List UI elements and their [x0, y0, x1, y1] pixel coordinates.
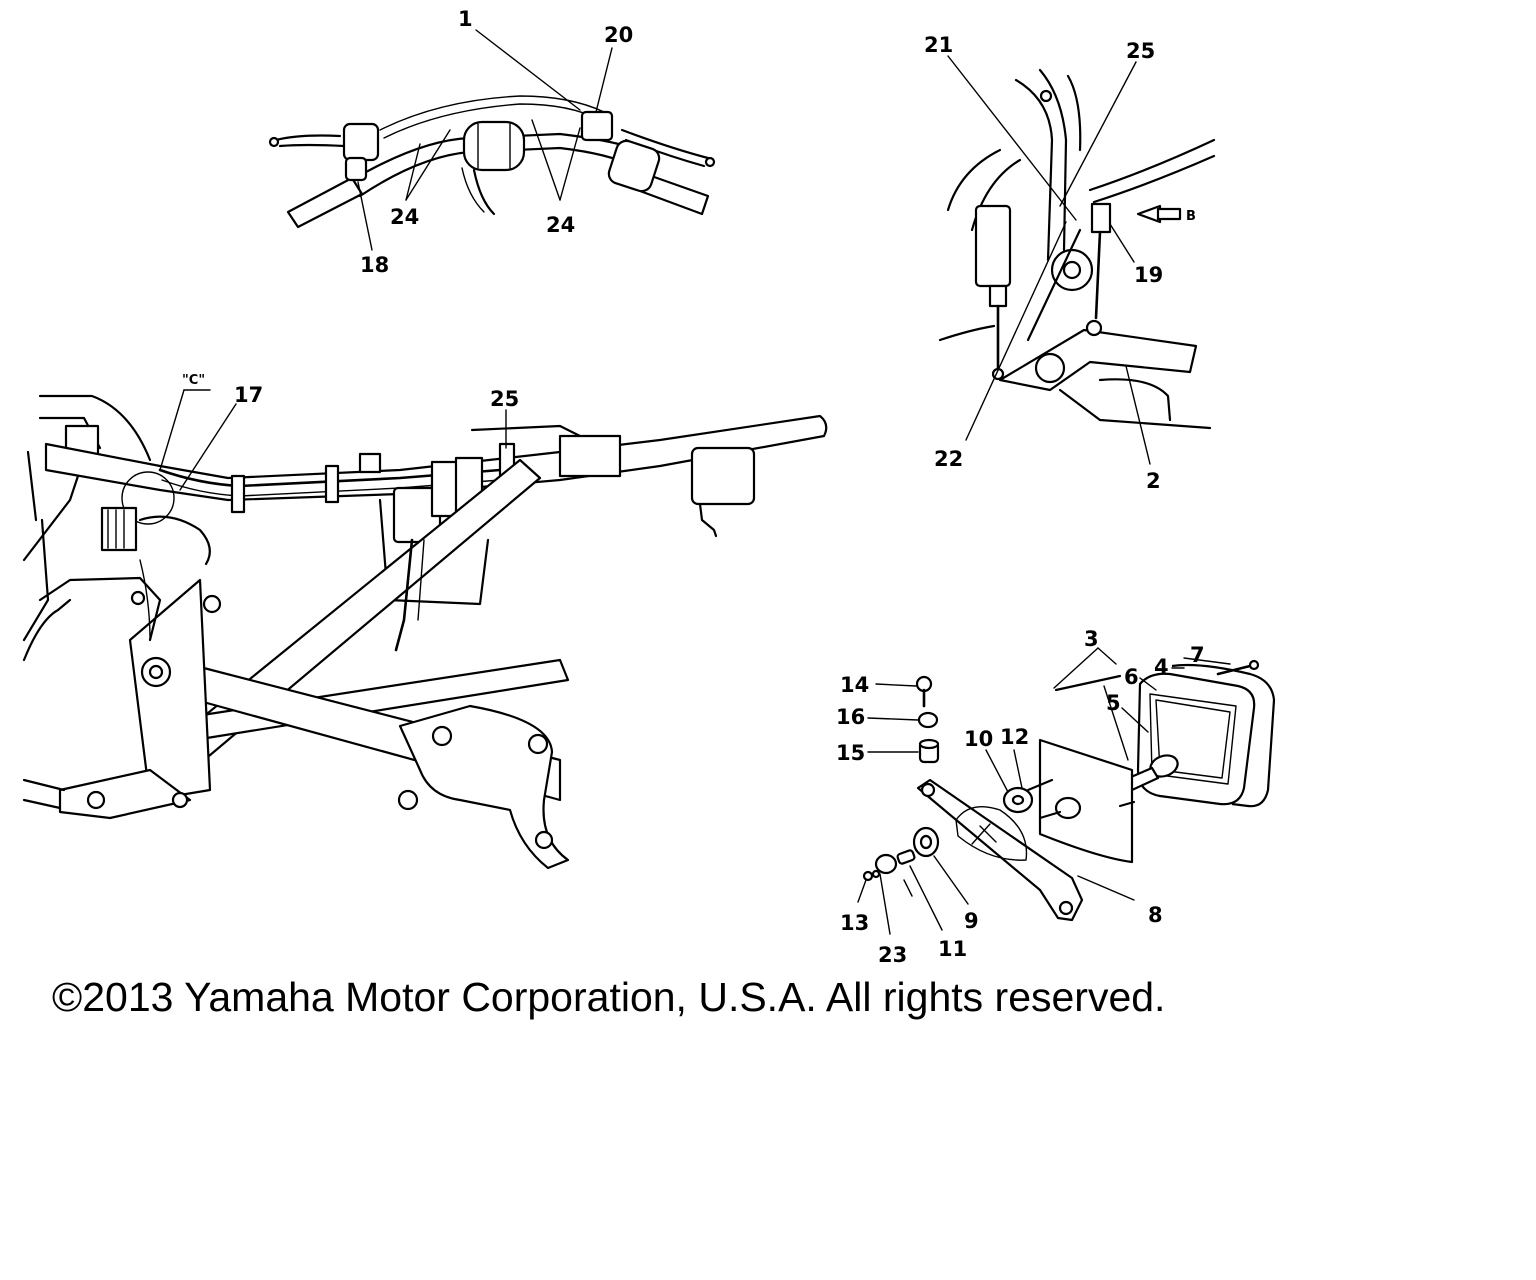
callout-label: 24 [390, 205, 419, 229]
handlebar-callouts: 1 20 24 24 18 [360, 7, 633, 277]
callout-label: 8 [1148, 903, 1163, 927]
brake-switch-callouts: 21 25 19 22 2 [924, 33, 1163, 493]
callout-label: 5 [1106, 691, 1121, 715]
callout-label: 18 [360, 253, 389, 277]
callout-label: 17 [234, 383, 263, 407]
callout-label: 25 [1126, 39, 1155, 63]
tail-light-assembly [857, 647, 1276, 935]
callout-label: "C" [182, 373, 205, 388]
handlebar-assembly [268, 29, 716, 251]
callout-label: 15 [836, 741, 865, 765]
tail-light-callouts: 3 7 4 6 5 14 16 15 10 12 8 9 11 13 23 [836, 627, 1205, 967]
callout-label: 6 [1124, 665, 1139, 689]
callout-label: 21 [924, 33, 953, 57]
callout-label: 25 [490, 387, 519, 411]
callout-label: 11 [938, 937, 967, 961]
frame-callouts: "C" 17 25 [182, 373, 519, 411]
view-arrow-label: B [1186, 209, 1196, 224]
callout-label: 3 [1084, 627, 1099, 651]
callout-label: 22 [934, 447, 963, 471]
callout-label: 12 [1000, 725, 1029, 749]
callout-label: 19 [1134, 263, 1163, 287]
callout-label: 14 [840, 673, 869, 697]
callout-label: 16 [836, 705, 865, 729]
callout-label: 20 [604, 23, 633, 47]
callout-label: 24 [546, 213, 575, 237]
callout-label: 10 [964, 727, 993, 751]
callout-label: 23 [878, 943, 907, 967]
callout-label: 9 [964, 909, 979, 933]
callout-label: 4 [1154, 655, 1169, 679]
callout-label: 13 [840, 911, 869, 935]
callout-label: 2 [1146, 469, 1161, 493]
copyright-notice: ©2013 Yamaha Motor Corporation, U.S.A. A… [52, 974, 1166, 1020]
brake-switch-assembly: B [938, 55, 1216, 465]
frame-assembly [22, 389, 828, 870]
callout-label: 1 [458, 7, 473, 31]
callout-label: 7 [1190, 643, 1205, 667]
